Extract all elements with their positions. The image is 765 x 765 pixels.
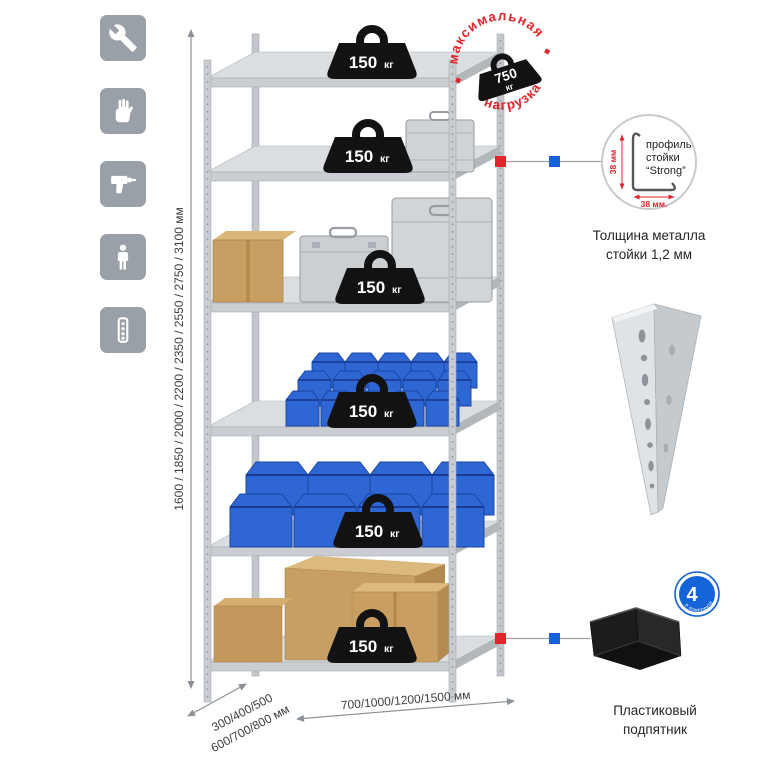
cardboard-box — [213, 598, 293, 663]
load-value: 150 — [345, 147, 373, 166]
profile-callout: 38 мм 38 мм. профиль стойки “Strong” — [601, 114, 697, 210]
profile-caption: Толщина металла стойки 1,2 мм — [564, 226, 734, 264]
badge-value: 4 — [686, 584, 698, 606]
foot-caption-line1: Пластиковый — [613, 703, 697, 718]
perforated-post-icon — [100, 307, 146, 353]
load-value: 150 — [357, 278, 385, 297]
stamp-star — [544, 48, 551, 55]
gloves-icon — [100, 88, 146, 134]
red-marker — [495, 156, 506, 167]
width-dimension: 700/1000/1200/1500 мм — [296, 688, 515, 722]
load-value: 150 — [349, 53, 377, 72]
rack-illustration — [203, 33, 505, 703]
shelf-load-weight: 150 кг — [327, 378, 416, 428]
load-value: 150 — [349, 402, 377, 421]
load-value: 150 — [349, 637, 377, 656]
drill-icon — [100, 161, 146, 207]
stamp-star — [455, 77, 462, 84]
shelf-load-weight: 150 кг — [327, 29, 416, 79]
profile-callout-marker — [495, 156, 602, 167]
cardboard-box — [212, 231, 296, 303]
load-unit: кг — [384, 643, 394, 655]
depth-dimension: 300/400/500 600/700/800 мм — [187, 683, 292, 755]
shelf-load-weight: 150 кг — [335, 254, 424, 304]
profile-text-line2: стойки — [646, 152, 680, 164]
shelf-load-weight: 150 кг — [323, 123, 412, 173]
profile-caption-line2: стойки 1,2 мм — [605, 247, 693, 262]
profile-dim-vertical: 38 мм — [608, 150, 618, 174]
shelf-load-weight: 150 кг — [327, 613, 416, 663]
stamp-unit: кг — [504, 81, 515, 93]
profile-text-line1: профиль — [646, 139, 692, 151]
load-value: 150 — [355, 522, 383, 541]
post-profile-drawing — [631, 132, 676, 192]
load-unit: кг — [384, 408, 394, 420]
aluminum-case — [391, 197, 493, 303]
profile-text-line3: “Strong” — [646, 165, 686, 177]
width-label: 700/1000/1200/1500 мм — [340, 688, 471, 713]
wrench-icon — [100, 15, 146, 61]
load-unit: кг — [384, 59, 394, 71]
aluminum-case — [405, 111, 475, 173]
plastic-foot-image — [589, 607, 682, 670]
profile-dim-horizontal: 38 мм. — [641, 199, 668, 209]
height-label: 1600 / 1850 / 2000 / 2200 / 2350 / 2550 … — [172, 207, 186, 510]
red-marker — [495, 633, 506, 644]
load-unit: кг — [390, 528, 400, 540]
load-unit: кг — [392, 284, 402, 296]
profile-caption-line1: Толщина металла — [592, 228, 706, 243]
height-dimension: 1600 / 1850 / 2000 / 2200 / 2350 / 2550 … — [172, 29, 195, 689]
load-unit: кг — [380, 153, 390, 165]
shelf-load-weight: 150 кг — [333, 498, 422, 548]
foot-callout-marker — [495, 633, 590, 644]
blue-marker — [549, 156, 560, 167]
kit-count-badge: 4 в комплекте — [674, 571, 720, 617]
person-icon — [100, 234, 146, 280]
foot-caption: Пластиковый подпятник — [570, 701, 740, 739]
perforated-post-image — [611, 303, 702, 516]
stamp-value: 750 — [493, 65, 519, 86]
foot-caption-line2: подпятник — [622, 722, 688, 737]
blue-marker — [549, 633, 560, 644]
